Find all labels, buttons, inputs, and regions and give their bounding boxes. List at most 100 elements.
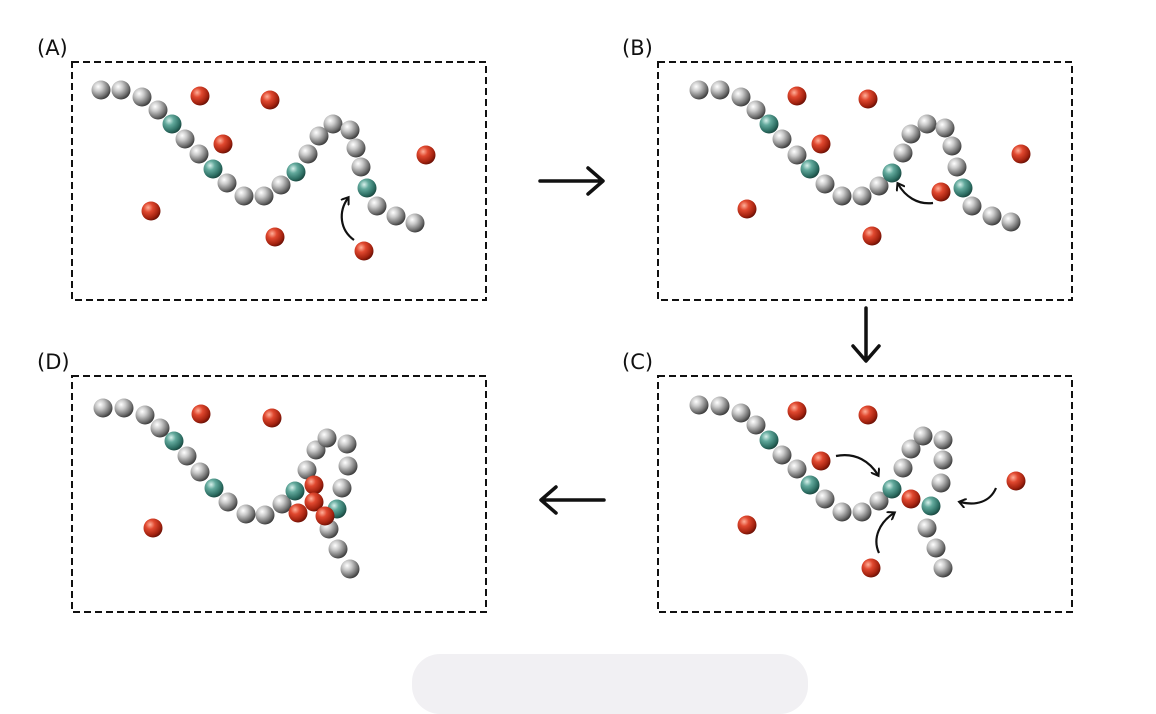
panel-d-chain-bead	[150, 418, 170, 438]
panel-b-chain-bead	[731, 87, 751, 107]
panel-c-chain-bead	[926, 538, 946, 558]
panel-b-free-particle	[737, 199, 757, 219]
panel-d-chain-bead	[114, 398, 134, 418]
panel-b-chain-bead	[772, 129, 792, 149]
panel-c-free-particle	[811, 451, 831, 471]
panel-d-chain-bead	[236, 504, 256, 524]
panel-d-chain-bead	[332, 478, 352, 498]
panel-b-chain-bead	[962, 196, 982, 216]
panel-b-free-particle	[931, 182, 951, 202]
panel-a-binding-site-bead	[357, 178, 377, 198]
diagram-canvas: (A) (B) (C) (D)	[37, 36, 1073, 714]
panel-c-chain-bead	[772, 445, 792, 465]
panel-a-chain-bead	[271, 175, 291, 195]
panel-d-chain-bead	[340, 559, 360, 579]
panel-c-free-particle	[1006, 471, 1026, 491]
panel-b-chain-bead	[901, 124, 921, 144]
panel-d-chain-bead	[306, 440, 326, 460]
panel-a-free-particle	[354, 241, 374, 261]
panel-a-free-particle	[141, 201, 161, 221]
panel-d-binding-site-bead	[285, 481, 305, 501]
panel-c-free-particle	[861, 558, 881, 578]
panel-b-free-particle	[1011, 144, 1031, 164]
panel-b-chain-bead	[947, 157, 967, 177]
panel-c-chain-bead	[731, 403, 751, 423]
panel-c-motion-arrow-2	[875, 513, 894, 554]
panel-d-chain-bead	[328, 539, 348, 559]
panel-b-chain-bead	[710, 80, 730, 100]
flow-arrow-right	[538, 166, 605, 196]
panel-d-label: (D)	[37, 350, 70, 374]
panel-d-binding-site-bead	[204, 478, 224, 498]
bottom-input-bar[interactable]	[412, 654, 808, 714]
panel-a-chain-bead	[386, 206, 406, 226]
panel-a-chain-bead	[217, 173, 237, 193]
panel-d-chain-bead	[255, 505, 275, 525]
panel-a-chain-bead	[175, 129, 195, 149]
panel-c-chain-bead	[689, 395, 709, 415]
panel-a-chain-bead	[148, 100, 168, 120]
panel-a-chain-bead	[340, 120, 360, 140]
panel-c-chain-bead	[931, 473, 951, 493]
panel-a-free-particle	[265, 227, 285, 247]
panel-a-chain-bead	[111, 80, 131, 100]
panel-c-chain-bead	[933, 430, 953, 450]
panel-b-chain-bead	[942, 136, 962, 156]
panel-c-motion-arrow-3	[960, 487, 998, 503]
panel-a-chain-bead	[346, 138, 366, 158]
panel-c-free-particle	[858, 405, 878, 425]
flow-arrow-left	[539, 485, 606, 515]
panel-b-chain-bead	[1001, 212, 1021, 232]
panel-b-chain-bead	[832, 186, 852, 206]
panel-a-free-particle	[190, 86, 210, 106]
panel-b-free-particle	[862, 226, 882, 246]
panel-b-chain-bead	[893, 143, 913, 163]
panel-c-binding-site-bead	[882, 479, 902, 499]
diagram-svg	[71, 61, 1073, 613]
panel-c-chain-bead	[913, 426, 933, 446]
panel-b-frame	[657, 61, 1073, 301]
panel-b-free-particle	[858, 89, 878, 109]
panel-b-motion-arrow	[898, 184, 934, 205]
panel-a-label: (A)	[37, 36, 68, 60]
panel-c-chain-bead	[893, 458, 913, 478]
panel-b-binding-site-bead	[953, 178, 973, 198]
panel-a-chain-bead	[254, 186, 274, 206]
panel-b-binding-site-bead	[800, 159, 820, 179]
panel-a-chain-bead	[132, 87, 152, 107]
panel-d-chain-bead	[337, 434, 357, 454]
panel-c-free-particle	[901, 489, 921, 509]
panel-c-chain-bead	[917, 518, 937, 538]
panel-c-free-particle	[787, 401, 807, 421]
panel-a-motion-arrow	[342, 198, 355, 241]
panel-a-binding-site-bead	[203, 159, 223, 179]
panel-a-chain-bead	[367, 196, 387, 216]
panel-c-free-particle	[737, 515, 757, 535]
panel-a-chain-bead	[323, 114, 343, 134]
panel-b-chain-bead	[815, 174, 835, 194]
panel-a-chain-bead	[189, 144, 209, 164]
panel-b-label: (B)	[622, 36, 653, 60]
panel-c-chain-bead	[933, 450, 953, 470]
panel-a-free-particle	[213, 134, 233, 154]
panel-b-binding-site-bead	[759, 114, 779, 134]
panel-c-frame	[657, 375, 1073, 613]
panel-c-motion-arrow-1	[835, 454, 878, 475]
panel-c-chain-bead	[869, 491, 889, 511]
panel-b-free-particle	[811, 134, 831, 154]
panel-b-chain-bead	[869, 176, 889, 196]
panel-a-free-particle	[260, 90, 280, 110]
panel-d-free-particle	[191, 404, 211, 424]
panel-c-chain-bead	[852, 502, 872, 522]
panel-d-chain-bead	[135, 405, 155, 425]
panel-d-free-particle	[315, 506, 335, 526]
panel-d-chain-bead	[93, 398, 113, 418]
panel-c-chain-bead	[933, 558, 953, 578]
panel-b-chain-bead	[982, 206, 1002, 226]
panel-d-chain-bead	[272, 494, 292, 514]
panel-a-chain-bead	[298, 144, 318, 164]
panel-d-frame	[71, 375, 487, 613]
panel-a-chain-bead	[405, 213, 425, 233]
panel-a-binding-site-bead	[286, 162, 306, 182]
panel-c-chain-bead	[787, 459, 807, 479]
